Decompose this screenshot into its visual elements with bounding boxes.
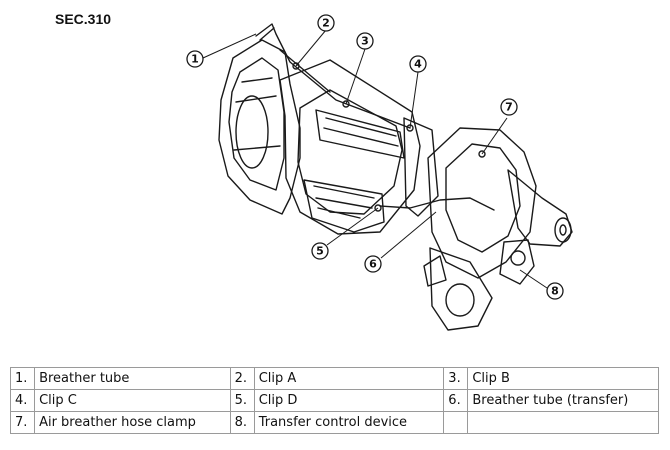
callout-3: 3 <box>361 35 369 48</box>
transfer-lower-housing <box>429 247 493 331</box>
empty-cell <box>443 411 469 434</box>
clip-a <box>292 62 300 70</box>
bell-housing <box>218 39 301 215</box>
part-name: Clip C <box>34 389 231 412</box>
callout-6-circle <box>364 255 382 273</box>
part-number: 5. <box>229 389 255 412</box>
output-extension <box>507 169 573 247</box>
air-breather-hose-clamp <box>478 150 486 158</box>
main-shaft <box>315 109 405 159</box>
callout-7: 7 <box>505 101 513 114</box>
part-number: 6. <box>443 389 469 412</box>
callout-2: 2 <box>322 17 330 30</box>
callout-8-circle <box>546 282 564 300</box>
callout-5-circle <box>311 242 329 260</box>
breather-tube-transfer <box>379 197 495 211</box>
clip-b <box>342 100 350 108</box>
callout-3-circle <box>356 32 374 50</box>
part-name: Transfer control device <box>253 411 445 434</box>
section-label: SEC.310 <box>55 11 112 27</box>
transmission-diagram: 1 2 3 4 5 6 7 8 <box>186 14 573 331</box>
part-number: 1. <box>9 367 36 390</box>
empty-cell <box>467 411 659 434</box>
callout-7-circle <box>500 98 518 116</box>
part-name: Clip B <box>467 367 659 390</box>
table-row: 7. Air breather hose clamp 8. Transfer c… <box>9 411 659 434</box>
transmission-case <box>279 59 421 235</box>
clip-d <box>374 204 382 212</box>
part-name: Clip A <box>253 367 445 390</box>
part-number: 3. <box>443 367 469 390</box>
callout-1: 1 <box>191 53 199 66</box>
oil-pan <box>303 179 385 233</box>
callout-6: 6 <box>369 258 377 271</box>
part-name: Clip D <box>253 389 445 412</box>
callout-5: 5 <box>316 245 324 258</box>
table-row: 4. Clip C 5. Clip D 6. Breather tube (tr… <box>9 389 659 412</box>
parts-legend-table: 1. Breather tube 2. Clip A 3. Clip B 4. … <box>9 367 659 434</box>
part-name: Breather tube <box>34 367 231 390</box>
callout-4: 4 <box>414 58 422 71</box>
part-name: Breather tube (transfer) <box>467 389 659 412</box>
part-number: 2. <box>229 367 255 390</box>
table-row: 1. Breather tube 2. Clip A 3. Clip B <box>9 367 659 390</box>
part-number: 4. <box>9 389 36 412</box>
part-number: 7. <box>9 411 36 434</box>
callout-2-circle <box>317 14 335 32</box>
callout-4-circle <box>409 55 427 73</box>
part-name: Air breather hose clamp <box>34 411 231 434</box>
part-number: 8. <box>229 411 255 434</box>
callout-1-circle <box>186 50 204 68</box>
callout-8: 8 <box>551 285 559 298</box>
